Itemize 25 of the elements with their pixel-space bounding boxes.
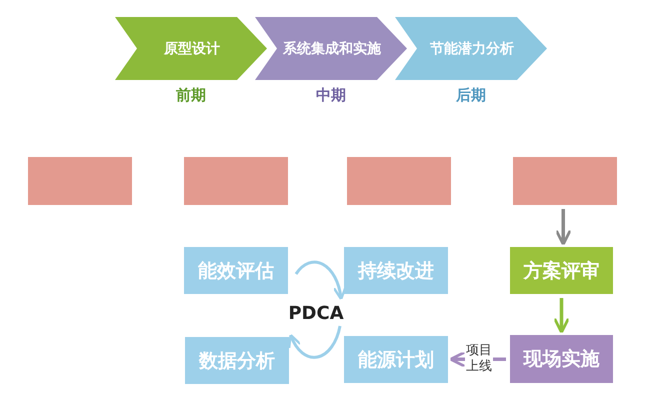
box-text: 能源计划 bbox=[358, 348, 434, 372]
box bbox=[513, 157, 617, 205]
box-text: 方案评审 bbox=[524, 258, 600, 284]
process-box bbox=[344, 336, 448, 383]
cycle-label: PDCA bbox=[288, 302, 344, 324]
arrow bbox=[553, 298, 570, 334]
box-text: 持续改进 bbox=[358, 258, 434, 284]
box-text: 数据分析 bbox=[199, 348, 275, 374]
arrow bbox=[554, 209, 572, 246]
box-text: 原型设计 bbox=[164, 40, 220, 58]
box-text: 系统集成和实施 bbox=[283, 40, 381, 58]
box bbox=[347, 157, 451, 205]
process-box bbox=[510, 247, 613, 294]
process-box bbox=[510, 335, 613, 383]
box bbox=[28, 157, 132, 205]
box-text: 现场实施 bbox=[524, 347, 600, 372]
box-text: 能效评估 bbox=[198, 258, 274, 284]
box bbox=[184, 157, 288, 205]
phase-label: 后期 bbox=[454, 86, 487, 105]
process-box bbox=[184, 247, 288, 294]
process-box bbox=[344, 247, 448, 294]
phase-label: 前期 bbox=[175, 86, 207, 105]
process-box bbox=[185, 337, 289, 384]
box-text: 节能潜力分析 bbox=[430, 40, 514, 58]
phase-label: 中期 bbox=[315, 86, 347, 105]
